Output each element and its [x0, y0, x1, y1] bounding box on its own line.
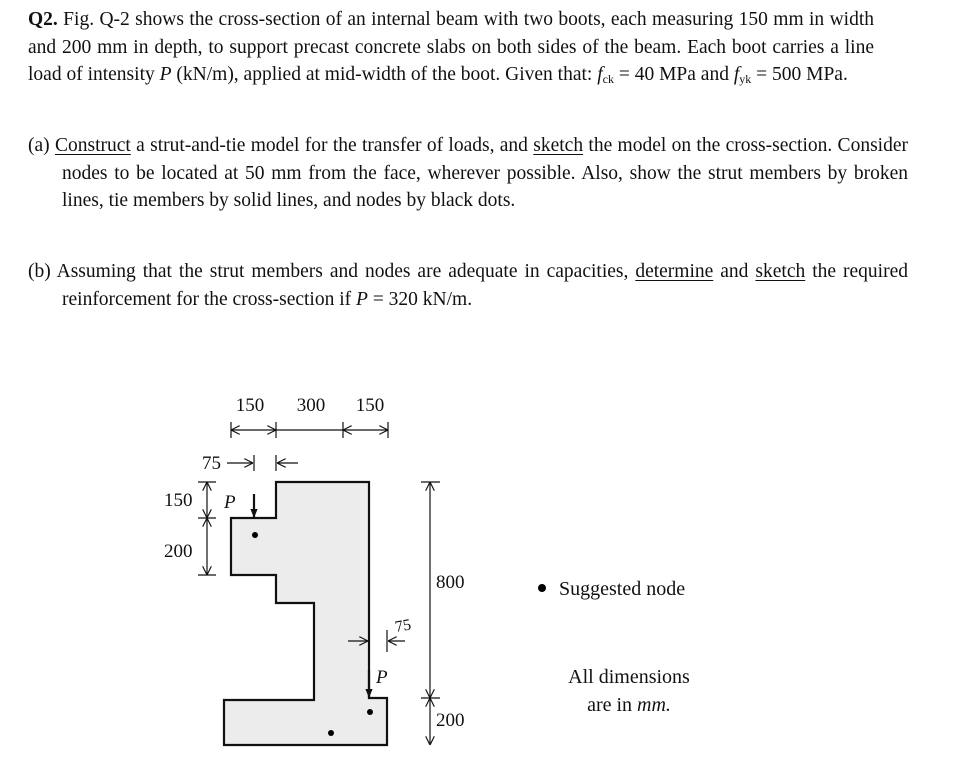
- dim-label-300: 300: [297, 395, 326, 416]
- dimension-75-bottom: [348, 630, 405, 652]
- dim-label-150-left: 150: [236, 395, 265, 416]
- question-paragraph: Q2. Fig. Q-2 shows the cross-section of …: [28, 9, 874, 86]
- node-dot: [252, 532, 258, 538]
- dimension-lines-left: [198, 481, 216, 576]
- dim-label-75-top: 75: [202, 453, 221, 474]
- legend-node-dot: [538, 584, 546, 592]
- dimension-lines-top: [230, 422, 389, 438]
- question-number: Q2.: [28, 9, 58, 30]
- load-label-top: P: [223, 492, 236, 513]
- node-dot: [328, 730, 334, 736]
- dimension-75-top: [227, 455, 298, 471]
- note-line-1: All dimensions: [568, 666, 690, 688]
- dim-label-200-bottom: 200: [436, 710, 465, 731]
- part-a-paragraph: (a) Construct a strut-and-tie model for …: [28, 135, 908, 211]
- dim-label-800: 800: [436, 572, 465, 593]
- part-b-paragraph: (b) Assuming that the strut members and …: [28, 261, 908, 310]
- legend-node-label: Suggested node: [559, 578, 685, 600]
- load-label-bottom: P: [375, 667, 388, 688]
- dim-label-75-bottom: 75: [394, 616, 413, 636]
- beam-section-outline: [222, 480, 389, 747]
- dim-label-150-right: 150: [356, 395, 385, 416]
- note-line-2: are in mm.: [587, 694, 671, 716]
- node-dot: [367, 709, 373, 715]
- dim-label-150-depth: 150: [164, 490, 193, 511]
- dimension-800: [421, 481, 440, 745]
- dim-label-200-depth: 200: [164, 541, 193, 562]
